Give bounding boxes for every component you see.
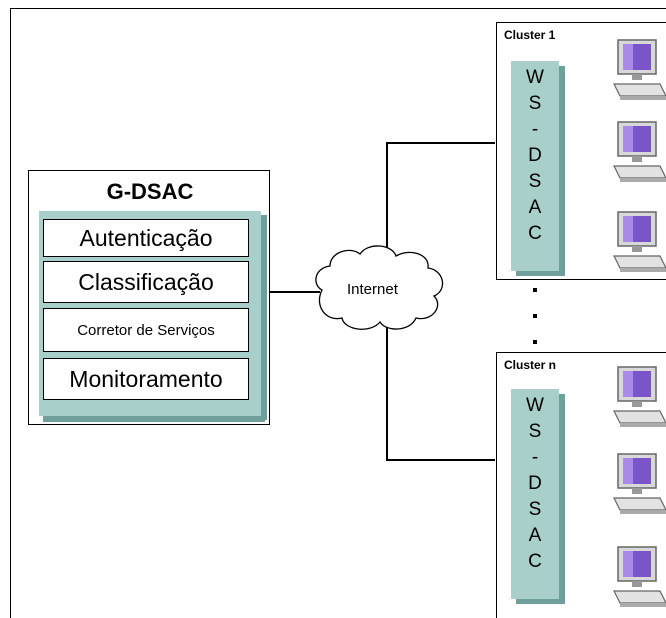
ellipsis-dot — [533, 314, 537, 318]
ws-char: S — [528, 171, 542, 192]
ellipsis-dot — [533, 340, 537, 344]
computer-icon — [613, 366, 666, 427]
outer-border-top — [10, 8, 666, 9]
ws-char: - — [531, 119, 539, 140]
ws-char: A — [528, 525, 542, 546]
computer-icon — [613, 546, 666, 607]
internet-label: Internet — [347, 281, 398, 298]
cluster-n-label: Cluster n — [504, 358, 557, 372]
cluster-1-label: Cluster 1 — [504, 28, 556, 42]
ws-char: W — [526, 395, 544, 416]
ws-char: D — [528, 473, 542, 494]
g-dsac-box: G-DSAC Autenticação Classificação Corret… — [28, 170, 270, 425]
cluster-1-ws-dsac: W S - D S A C — [511, 61, 565, 276]
g-dsac-panel: Autenticação Classificação Corretor de S… — [39, 211, 267, 422]
cluster-n-ws-dsac: W S - D S A C — [511, 389, 565, 604]
computer-icon — [613, 211, 666, 272]
ws-char: S — [528, 499, 542, 520]
ws-char: A — [528, 197, 542, 218]
computer-icon — [613, 121, 666, 182]
internet-cloud — [315, 245, 444, 330]
outer-border-left — [10, 8, 11, 618]
computer-icon — [613, 39, 666, 100]
ws-char: S — [528, 93, 542, 114]
ws-char: W — [526, 67, 544, 88]
module-autenticacao: Autenticação — [43, 219, 249, 257]
ws-char: S — [528, 421, 542, 442]
ws-char: D — [528, 145, 542, 166]
ws-char: C — [528, 223, 542, 244]
module-corretor-de-servicos: Corretor de Serviços — [43, 308, 249, 352]
ws-char: C — [528, 551, 542, 572]
computer-icon — [613, 453, 666, 514]
ws-char: - — [531, 447, 539, 468]
module-monitoramento: Monitoramento — [43, 358, 249, 400]
module-classificacao: Classificação — [43, 261, 249, 303]
g-dsac-title: G-DSAC — [106, 179, 194, 204]
ellipsis-dot — [533, 288, 537, 292]
link-internet-cluster-1 — [386, 142, 495, 252]
link-internet-cluster-n — [386, 325, 495, 461]
